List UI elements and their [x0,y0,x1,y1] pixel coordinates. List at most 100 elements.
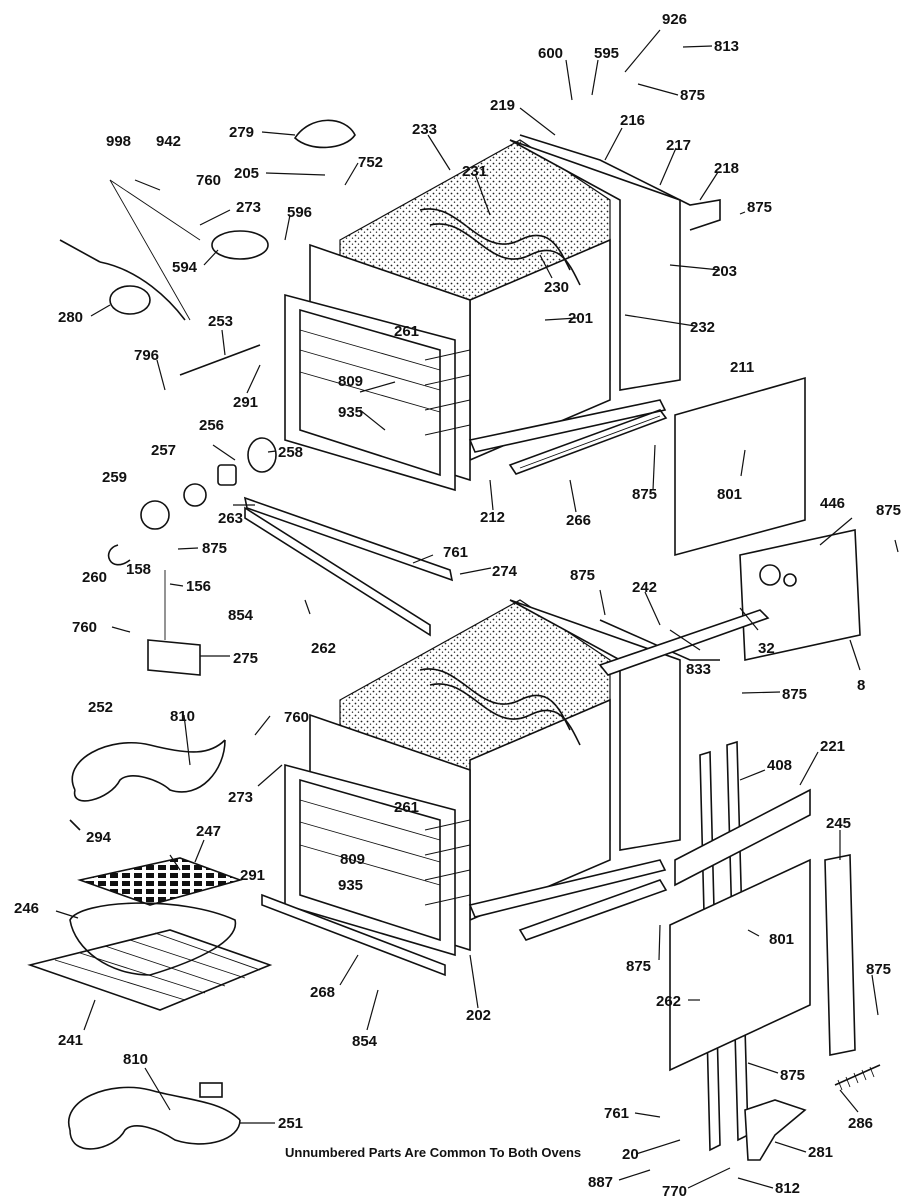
callout-875: 875 [782,686,807,703]
left-side-parts [27,119,454,1150]
upper-oven-cavity [284,134,721,492]
callout-875: 875 [570,567,595,584]
callout-253: 253 [208,313,233,330]
callout-875: 875 [876,502,901,519]
callout-216: 216 [620,112,645,129]
callout-202: 202 [466,1007,491,1024]
callout-261: 261 [394,323,419,340]
callout-231: 231 [462,163,487,180]
callout-291: 291 [233,394,258,411]
callout-875: 875 [747,199,772,216]
callout-809: 809 [338,373,363,390]
callout-760: 760 [72,619,97,636]
callout-809: 809 [340,851,365,868]
callout-230: 230 [544,279,569,296]
callout-203: 203 [712,263,737,280]
callout-273: 273 [228,789,253,806]
callout-875: 875 [202,540,227,557]
callout-219: 219 [490,97,515,114]
callout-158: 158 [126,561,151,578]
callout-408: 408 [767,757,792,774]
callout-156: 156 [186,578,211,595]
callout-247: 247 [196,823,221,840]
callout-260: 260 [82,569,107,586]
callout-279: 279 [229,124,254,141]
callout-810: 810 [170,708,195,725]
callout-242: 242 [632,579,657,596]
callout-218: 218 [714,160,739,177]
callout-926: 926 [662,11,687,28]
callout-261: 261 [394,799,419,816]
callout-20: 20 [622,1146,639,1163]
callout-854: 854 [228,607,254,624]
callout-446: 446 [820,495,845,512]
callout-801: 801 [717,486,742,503]
callout-274: 274 [492,563,518,580]
callout-262: 262 [656,993,681,1010]
callout-875: 875 [632,486,657,503]
side-panels [598,376,881,1161]
callout-263: 263 [218,510,243,527]
callout-205: 205 [234,165,259,182]
lower-oven-cavity [261,599,720,977]
callout-217: 217 [666,137,691,154]
callout-770: 770 [662,1183,687,1200]
callout-761: 761 [443,544,468,561]
callout-291: 291 [240,867,265,884]
callout-259: 259 [102,469,127,486]
callout-294: 294 [86,829,112,846]
callout-212: 212 [480,509,505,526]
callout-221: 221 [820,738,845,755]
callout-257: 257 [151,442,176,459]
callout-875: 875 [680,87,705,104]
callout-8: 8 [857,677,865,694]
callout-labels: 600 595 926 813 875 219 216 217 218 875 … [14,11,901,1200]
callout-600: 600 [538,45,563,62]
callout-796: 796 [134,347,159,364]
common-parts-note: Unnumbered Parts Are Common To Both Oven… [285,1145,581,1160]
leader-lines [55,29,899,1189]
callout-812: 812 [775,1180,800,1197]
callout-252: 252 [88,699,113,716]
callout-286: 286 [848,1115,873,1132]
callout-275: 275 [233,650,258,667]
callout-854: 854 [352,1033,378,1050]
callout-833: 833 [686,661,711,678]
callout-266: 266 [566,512,591,529]
callout-810: 810 [123,1051,148,1068]
callout-32: 32 [758,640,775,657]
callout-935: 935 [338,877,363,894]
callout-211: 211 [730,359,754,376]
callout-887: 887 [588,1174,613,1191]
callout-268: 268 [310,984,335,1001]
callout-761: 761 [604,1105,629,1122]
callout-273: 273 [236,199,261,216]
callout-875: 875 [780,1067,805,1084]
callout-935: 935 [338,404,363,421]
callout-281: 281 [808,1144,833,1161]
callout-813: 813 [714,38,739,55]
callout-875: 875 [866,961,891,978]
callout-233: 233 [412,121,437,138]
callout-998: 998 [106,133,131,150]
callout-258: 258 [278,444,303,461]
callout-256: 256 [199,417,224,434]
callout-245: 245 [826,815,851,832]
callout-875: 875 [626,958,651,975]
callout-262: 262 [311,640,336,657]
callout-752: 752 [358,154,383,171]
callout-241: 241 [58,1032,83,1049]
callout-760: 760 [284,709,309,726]
callout-201: 201 [568,310,593,327]
callout-942: 942 [156,133,181,150]
callout-232: 232 [690,319,715,336]
callout-596: 596 [287,204,312,221]
callout-251: 251 [278,1115,303,1132]
callout-280: 280 [58,309,83,326]
callout-801: 801 [769,931,794,948]
callout-595: 595 [594,45,619,62]
callout-246: 246 [14,900,39,917]
callout-760: 760 [196,172,221,189]
callout-594: 594 [172,259,198,276]
